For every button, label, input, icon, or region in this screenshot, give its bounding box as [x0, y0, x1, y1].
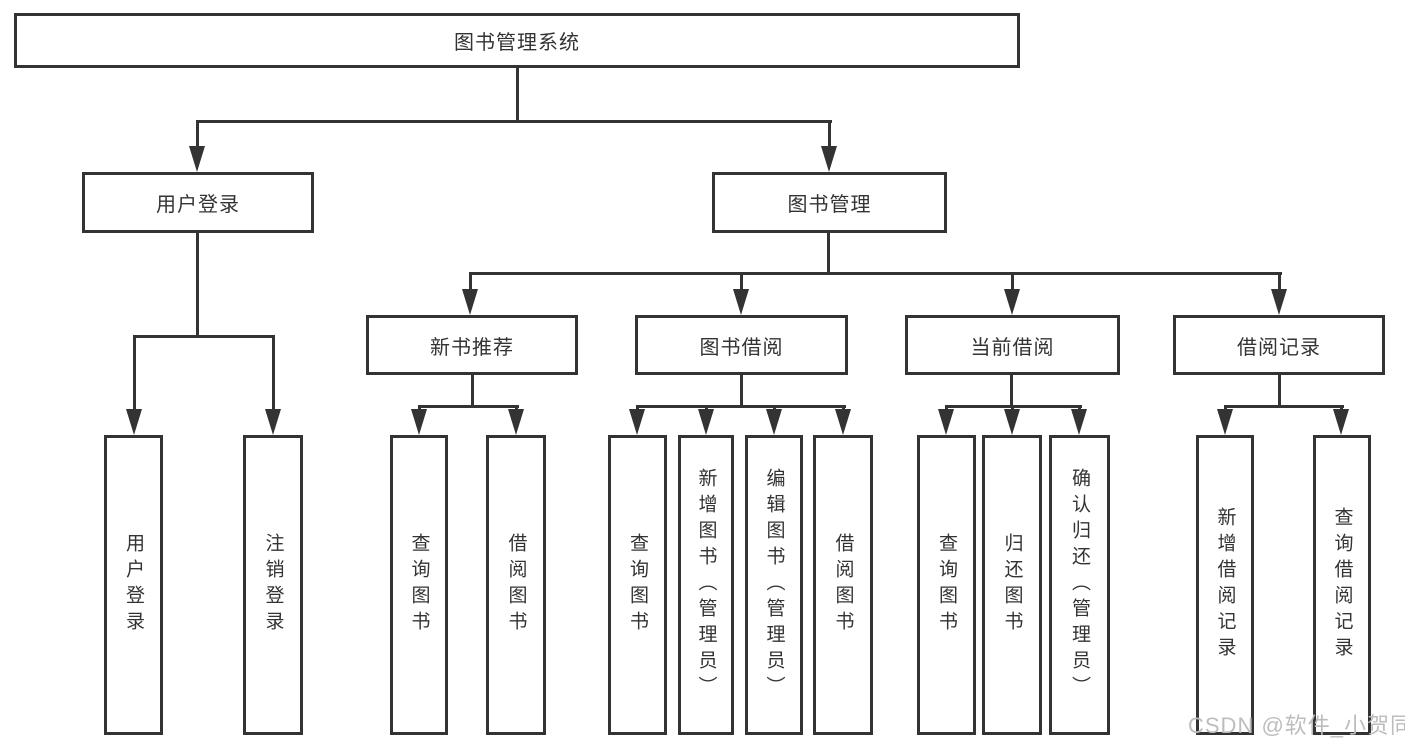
- connector-recommend-stem: [471, 375, 474, 407]
- connector-drop-borrowing-records: [1278, 272, 1281, 292]
- leaf-label: 归还图书: [1001, 533, 1023, 637]
- arrow-to-leaf-add-record: [1217, 409, 1233, 435]
- connector-login-branch: [133, 335, 274, 338]
- node-book-management: 图书管理: [712, 172, 947, 233]
- leaf-label: 编辑图书（管理员）: [763, 468, 785, 702]
- connector-drop-new-book: [469, 272, 472, 292]
- connector-drop-current-borrowing: [1011, 272, 1014, 292]
- arrow-to-leaf-query-record: [1333, 409, 1349, 435]
- leaf-borrow-books-borrow: 借阅图书: [813, 435, 873, 735]
- leaf-label: 新增图书（管理员）: [695, 468, 717, 702]
- node-book-borrowing: 图书借阅: [635, 315, 848, 375]
- leaf-label: 注销登录: [262, 533, 284, 637]
- leaf-borrow-books-recommend: 借阅图书: [486, 435, 546, 735]
- leaf-label: 查询图书: [936, 533, 957, 637]
- connector-drop-leaf-user-login: [133, 335, 136, 411]
- connector-drop-book-borrowing: [740, 272, 743, 292]
- arrow-to-leaf-query-books: [411, 409, 427, 435]
- connector-management-stem: [827, 233, 830, 274]
- node-user-login: 用户登录: [82, 172, 314, 233]
- leaf-label: 用户登录: [123, 533, 144, 637]
- connector-root-branch: [196, 120, 832, 123]
- arrow-to-book-management: [821, 146, 837, 172]
- connector-root-stem: [516, 68, 519, 122]
- leaf-query-borrow-record: 查询借阅记录: [1313, 435, 1371, 735]
- arrow-to-user-login: [189, 146, 205, 172]
- node-label: 新书推荐: [430, 336, 514, 359]
- arrow-to-leaf-user-login: [126, 409, 142, 435]
- leaf-label: 借阅图书: [832, 533, 854, 637]
- leaf-label: 新增借阅记录: [1214, 507, 1236, 663]
- connector-management-branch: [469, 272, 1282, 275]
- node-borrowing-records: 借阅记录: [1173, 315, 1385, 375]
- leaf-query-books-current: 查询图书: [917, 435, 976, 735]
- arrow-to-leaf-borrow-books: [508, 409, 524, 435]
- connector-recommend-branch: [418, 405, 519, 408]
- arrow-to-current-borrowing: [1004, 289, 1020, 315]
- node-label: 图书管理: [787, 194, 872, 216]
- connector-drop-book-management: [828, 120, 831, 150]
- arrow-to-leaf-return-books: [1004, 409, 1020, 435]
- arrow-to-leaf-query-books: [629, 409, 645, 435]
- connector-records-branch: [1224, 405, 1344, 408]
- leaf-logout: 注销登录: [243, 435, 303, 735]
- leaf-label: 查询借阅记录: [1331, 507, 1353, 663]
- connector-borrowing-branch: [636, 405, 846, 408]
- leaf-return-books: 归还图书: [982, 435, 1042, 735]
- node-new-book-recommend: 新书推荐: [366, 315, 578, 375]
- leaf-label: 确认归还（管理员）: [1069, 468, 1090, 702]
- arrow-to-leaf-query-books: [938, 409, 954, 435]
- leaf-edit-book-admin: 编辑图书（管理员）: [745, 435, 803, 735]
- leaf-add-book-admin: 新增图书（管理员）: [678, 435, 734, 735]
- node-label: 图书借阅: [699, 336, 784, 359]
- watermark: CSDN @软件_小贺同学: [1188, 713, 1405, 738]
- arrow-to-leaf-edit-book: [766, 409, 782, 435]
- node-current-borrowing: 当前借阅: [905, 315, 1120, 375]
- leaf-query-books-borrow: 查询图书: [608, 435, 667, 735]
- connector-drop-user-login: [196, 120, 199, 150]
- connector-records-stem: [1278, 375, 1281, 407]
- leaf-add-borrow-record: 新增借阅记录: [1196, 435, 1254, 735]
- node-label: 用户登录: [156, 194, 240, 216]
- arrow-to-leaf-borrow-books: [835, 409, 851, 435]
- node-library-system: 图书管理系统: [14, 13, 1020, 68]
- arrow-to-leaf-logout: [265, 409, 281, 435]
- node-label: 借阅记录: [1237, 336, 1321, 359]
- leaf-label: 查询图书: [627, 533, 648, 637]
- arrow-to-leaf-confirm-return: [1071, 409, 1087, 435]
- leaf-label: 查询图书: [408, 533, 430, 637]
- arrow-to-new-book: [462, 289, 478, 315]
- arrow-to-borrowing-records: [1271, 289, 1287, 315]
- leaf-user-login: 用户登录: [104, 435, 163, 735]
- connector-login-stem: [196, 233, 199, 337]
- arrow-to-book-borrowing: [733, 289, 749, 315]
- connector-drop-leaf-logout: [272, 335, 275, 411]
- arrow-to-leaf-add-book: [698, 409, 714, 435]
- leaf-query-books-recommend: 查询图书: [390, 435, 448, 735]
- connector-current-stem: [1010, 375, 1013, 407]
- connector-borrowing-stem: [740, 375, 743, 407]
- node-label: 当前借阅: [970, 336, 1055, 359]
- leaf-label: 借阅图书: [505, 533, 527, 637]
- leaf-confirm-return-admin: 确认归还（管理员）: [1049, 435, 1110, 735]
- node-label: 图书管理系统: [454, 32, 580, 54]
